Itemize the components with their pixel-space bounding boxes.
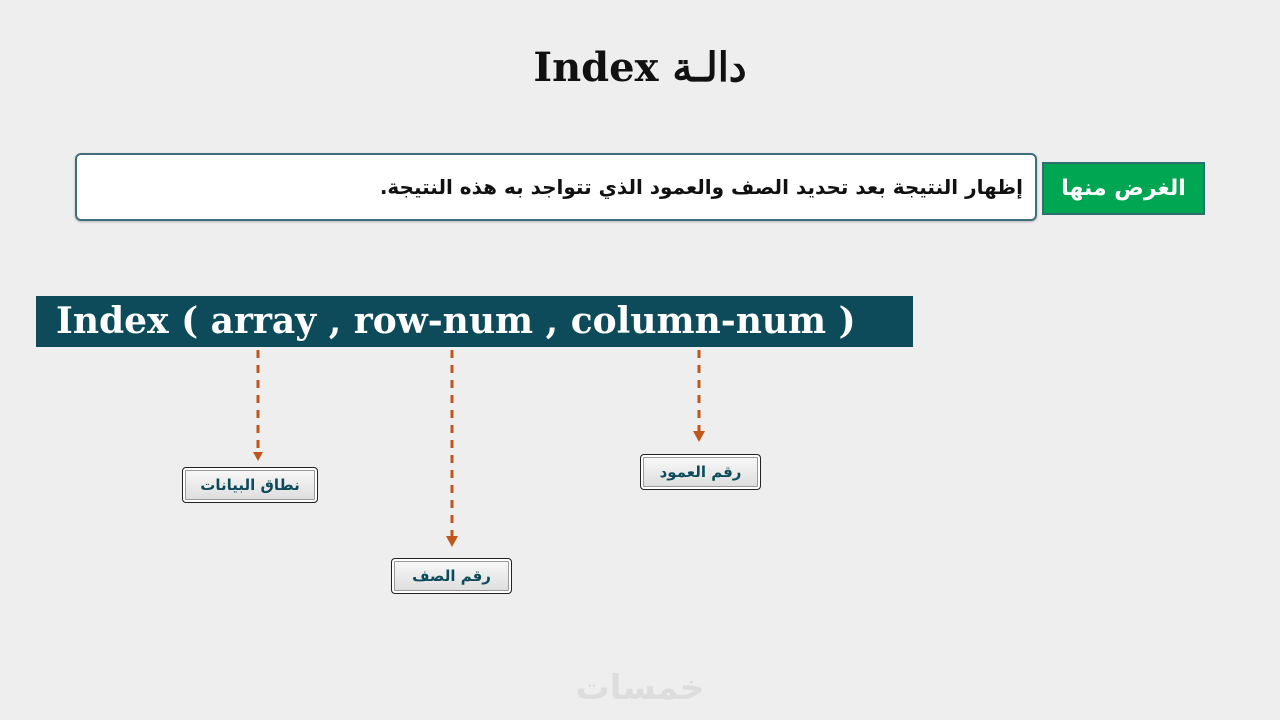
column-num-arrowhead-icon [693, 431, 705, 442]
formula-syntax: Index ( array , row-num , column-num ) [56, 300, 856, 342]
column-num-annotation: رقم العمود [640, 454, 761, 490]
row-num-annotation: رقم الصف [391, 558, 512, 594]
watermark-logo: خمسات [575, 668, 705, 708]
slide-title: Index دالـة [533, 44, 747, 91]
purpose-label: الغرض منها [1042, 162, 1205, 215]
row-num-arrowhead-icon [446, 536, 458, 547]
purpose-description-box: إظهار النتيجة بعد تحديد الصف والعمود الذ… [75, 153, 1037, 221]
formula-bar: Index ( array , row-num , column-num ) [36, 296, 913, 347]
array-arrowhead-icon [253, 452, 263, 461]
purpose-description-text: إظهار النتيجة بعد تحديد الصف والعمود الذ… [379, 175, 1023, 199]
array-annotation: نطاق البيانات [182, 467, 318, 503]
